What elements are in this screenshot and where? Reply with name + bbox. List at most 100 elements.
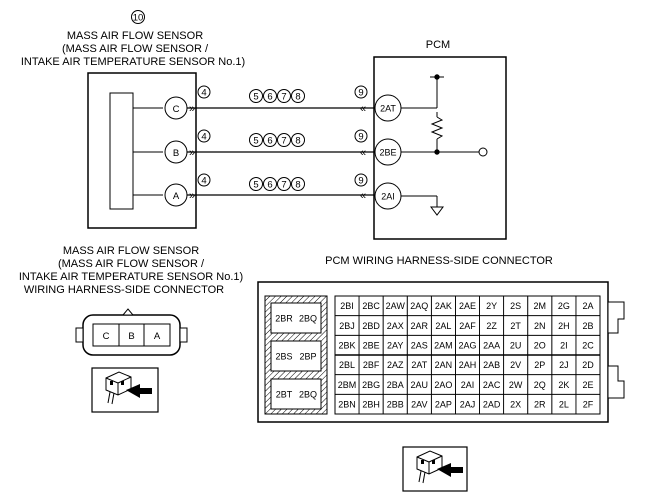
pcm-connector-pin-label: 2V [510, 360, 521, 370]
pcm-connector-pin-label: 2BA [387, 380, 404, 390]
connector-chevron-right: « [360, 190, 366, 202]
connector-chevron-left: » [189, 190, 195, 202]
pcm-connector-pin-label: 2U [510, 340, 522, 350]
sensor-pin-b-label: B [173, 148, 179, 159]
wire-1: » « [187, 103, 374, 115]
pcm-connector-pin-label: 2AY [387, 340, 403, 350]
pcm-connector-pin-label: 2Y [486, 301, 497, 311]
wire-2-mid-number-3: 7 [281, 136, 286, 147]
sensor-ref-number: 10 [133, 13, 144, 24]
pcm-connector-pin-label: 2AG [458, 340, 476, 350]
pcm-connector-caption: PCM WIRING HARNESS-SIDE CONNECTOR [325, 255, 553, 267]
pcm-connector-side-pin-label: 2BQ [299, 313, 317, 323]
sensor-harness-connector [75, 308, 188, 356]
sensor-box [87, 72, 197, 229]
pcm-connector-side-block [270, 302, 322, 334]
pcm-connector-pin-label: 2AR [411, 321, 429, 331]
connector-chevron-left: » [189, 147, 195, 159]
wire-2-mid-number-4: 8 [295, 136, 300, 147]
connector-chevron-right: « [360, 103, 366, 115]
pcm-connector-pin-label: 2BF [363, 360, 380, 370]
sensor-connector-cavity-a: A [154, 331, 161, 342]
sensor-connector-caption-4: WIRING HARNESS-SIDE CONNECTOR [24, 284, 224, 296]
pcm-connector-pin-label: 2S [510, 301, 521, 311]
pcm-connector-pin-label: 2BD [362, 321, 380, 331]
pcm-connector-pin-label: 2F [583, 399, 594, 409]
sensor-connector-cavity-c: C [103, 331, 110, 342]
pcm-connector-pin-label: 2K [558, 380, 569, 390]
pcm-connector-pin-label: 2AI [461, 380, 475, 390]
pcm-connector-pin-label: 2G [558, 301, 570, 311]
wire-2-mid-number-1: 5 [253, 136, 258, 147]
pcm-connector-pin-label: 2T [510, 321, 521, 331]
pcm-connector-pin-label: 2BK [339, 340, 356, 350]
pcm-connector-side-pin-label: 2BQ [299, 389, 317, 399]
pcm-connector-pin-label: 2A [582, 301, 593, 311]
wire-2-right-number: 9 [358, 132, 363, 143]
pcm-connector-pin-label: 2L [559, 399, 569, 409]
wire-1-mid-number-3: 7 [281, 92, 286, 103]
pcm-connector-pin-label: 2AK [435, 301, 452, 311]
pcm-connector-side-block [270, 340, 322, 372]
pcm-connector-pin-label: 2AB [483, 360, 500, 370]
connector-chevron-left: » [189, 103, 195, 115]
pcm-connector-pin-label: 2AM [434, 340, 453, 350]
pcm-connector-pin-label: 2AD [483, 399, 501, 409]
pcm-connector-pin-label: 2W [509, 380, 523, 390]
pcm-connector-pin-label: 2AH [459, 360, 477, 370]
connector-view-icon [402, 446, 468, 492]
pcm-connector-pin-label: 2C [582, 340, 594, 350]
wire-1-mid-number-2: 6 [267, 92, 272, 103]
pcm-connector-pin-label: 2N [534, 321, 546, 331]
pcm-connector-pin-label: 2B [582, 321, 593, 331]
wire-3-mid-number-4: 8 [295, 180, 300, 191]
wire-3-mid-number-2: 6 [267, 180, 272, 191]
pcm-connector-pin-label: 2AT [411, 360, 427, 370]
pcm-connector-pin-label: 2AU [411, 380, 429, 390]
pcm-connector-pin-label: 2Z [486, 321, 497, 331]
wire-3-mid-number-1: 5 [253, 180, 258, 191]
wire-1-left-number: 4 [201, 88, 206, 99]
sensor-pin-c-label: C [173, 104, 180, 115]
pcm-connector-pin-label: 2X [510, 399, 521, 409]
pcm-connector-pin-label: 2AZ [387, 360, 404, 370]
wire-2-left-number: 4 [201, 132, 206, 143]
pcm-connector-pin-label: 2BL [339, 360, 355, 370]
sensor-connector-cavity-b: B [128, 331, 134, 342]
pcm-connector-pin-label: 2BM [338, 380, 357, 390]
sensor-element [109, 92, 134, 210]
pcm-connector-pin-label: 2AW [386, 301, 406, 311]
wire-2: » « [187, 147, 374, 159]
pcm-connector-pin-label: 2P [534, 360, 545, 370]
pcm-connector-side-pin-label: 2BS [275, 351, 292, 361]
sensor-connector-caption-3: INTAKE AIR TEMPERATURE SENSOR No.1) [19, 271, 243, 283]
sensor-title-line-2: (MASS AIR FLOW SENSOR / [62, 43, 209, 55]
pcm-connector-pin-label: 2BE [363, 340, 380, 350]
pcm-connector-pin-label: 2AJ [460, 399, 476, 409]
pcm-connector-pin-label: 2AA [483, 340, 500, 350]
pcm-connector-cell [575, 393, 601, 415]
sensor-title-line-1: MASS AIR FLOW SENSOR [67, 30, 203, 42]
pcm-connector-pin-label: 2E [582, 380, 593, 390]
pcm-connector-pin-label: 2AL [435, 321, 451, 331]
pcm-connector-pin-label: 2D [582, 360, 594, 370]
pcm-connector-side-block [270, 378, 322, 410]
pcm-connector-pin-label: 2AX [387, 321, 404, 331]
pcm-connector-pin-label: 2O [534, 340, 546, 350]
wire-2-mid-number-2: 6 [267, 136, 272, 147]
pcm-connector-pin-label: 2AE [459, 301, 476, 311]
pcm-connector-pin-label: 2AO [434, 380, 452, 390]
pcm-connector-pin-label: 2J [559, 360, 569, 370]
sensor-connector-caption-1: MASS AIR FLOW SENSOR [63, 245, 199, 257]
pcm-pin-2be-label: 2BE [379, 148, 396, 158]
pcm-connector-pin-label: 2AV [411, 399, 427, 409]
pcm-internal-circuit [401, 74, 488, 216]
pcm-connector-pin-label: 2AN [435, 360, 453, 370]
wire-3-left-number: 4 [201, 176, 206, 187]
connector-chevron-right: « [360, 147, 366, 159]
pcm-connector-pin-label: 2AS [411, 340, 428, 350]
pcm-connector-side-pin-label: 2BR [275, 313, 293, 323]
pcm-connector-side-pin-label: 2BP [299, 351, 316, 361]
pcm-connector-pin-label: 2AQ [410, 301, 428, 311]
